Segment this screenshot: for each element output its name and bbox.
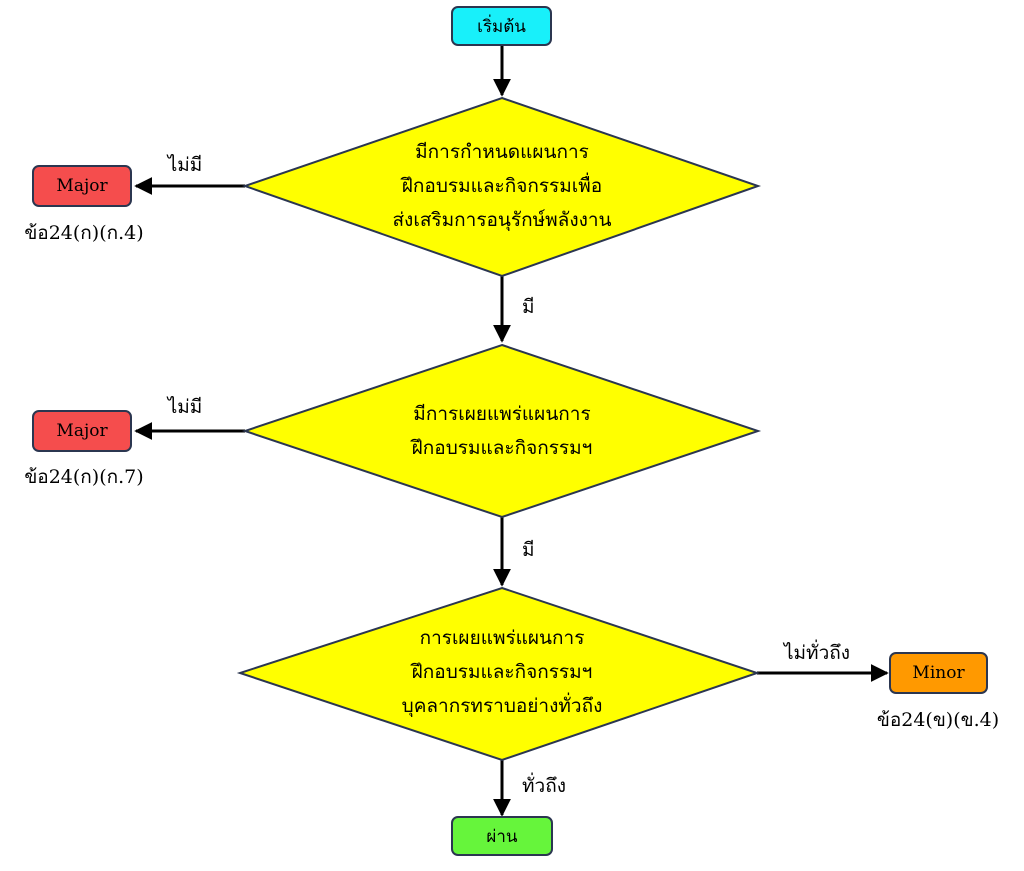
decision3-text: การเผยแพร่แผนการ ฝึกอบรมและกิจกรรมฯ บุคล… xyxy=(300,621,704,723)
outcome3-label: Minor xyxy=(912,663,965,683)
decision1-text: มีการกำหนดแผนการ ฝึกอบรมและกิจกรรมเพื่อ … xyxy=(300,136,704,236)
decision1-node xyxy=(241,96,762,278)
decision3-line-3: บุคลากรทราบอย่างทั่วถึง xyxy=(401,695,603,717)
outcome3-reference: ข้อ24(ข)(ข.4) xyxy=(876,709,1000,731)
decision2-text: มีการเผยแพร่แผนการ ฝึกอบรมและกิจกรรมฯ xyxy=(300,397,704,465)
outcome1-label: Major xyxy=(56,176,108,196)
outcome2-label: Major xyxy=(56,421,108,441)
decision3-line-1: การเผยแพร่แผนการ xyxy=(419,627,585,649)
outcome2-node xyxy=(32,410,132,452)
decision2-node xyxy=(241,343,762,519)
outcome1-reference: ข้อ24(ก)(ก.4) xyxy=(24,222,144,244)
edge-label-no2: ไม่มี xyxy=(167,396,203,418)
decision2-line-1: มีการเผยแพร่แผนการ xyxy=(413,403,591,425)
pass-node xyxy=(451,816,553,856)
decision1-line-2: ฝึกอบรมและกิจกรรมเพื่อ xyxy=(401,175,603,197)
outcome2-reference: ข้อ24(ก)(ก.7) xyxy=(24,466,144,488)
decision3-node xyxy=(236,586,761,762)
edge-label-no1: ไม่มี xyxy=(167,154,203,176)
edge-label-not-thorough: ไม่ทั่วถึง xyxy=(783,642,851,664)
outcome1-node xyxy=(32,165,132,207)
edge-label-yes1: มี xyxy=(522,296,535,318)
decision3-line-2: ฝึกอบรมและกิจกรรมฯ xyxy=(411,661,593,683)
decision1-line-3: ส่งเสริมการอนุรักษ์พลังงาน xyxy=(392,209,612,231)
edge-label-yes2: มี xyxy=(522,539,535,561)
decision2-line-2: ฝึกอบรมและกิจกรรมฯ xyxy=(411,437,593,459)
outcome3-node xyxy=(889,652,988,694)
edge-label-thorough: ทั่วถึง xyxy=(522,775,566,797)
pass-label: ผ่าน xyxy=(486,826,518,847)
decision1-line-1: มีการกำหนดแผนการ xyxy=(415,141,589,163)
start-label: เริ่มต้น xyxy=(477,16,526,37)
start-node xyxy=(451,6,552,46)
